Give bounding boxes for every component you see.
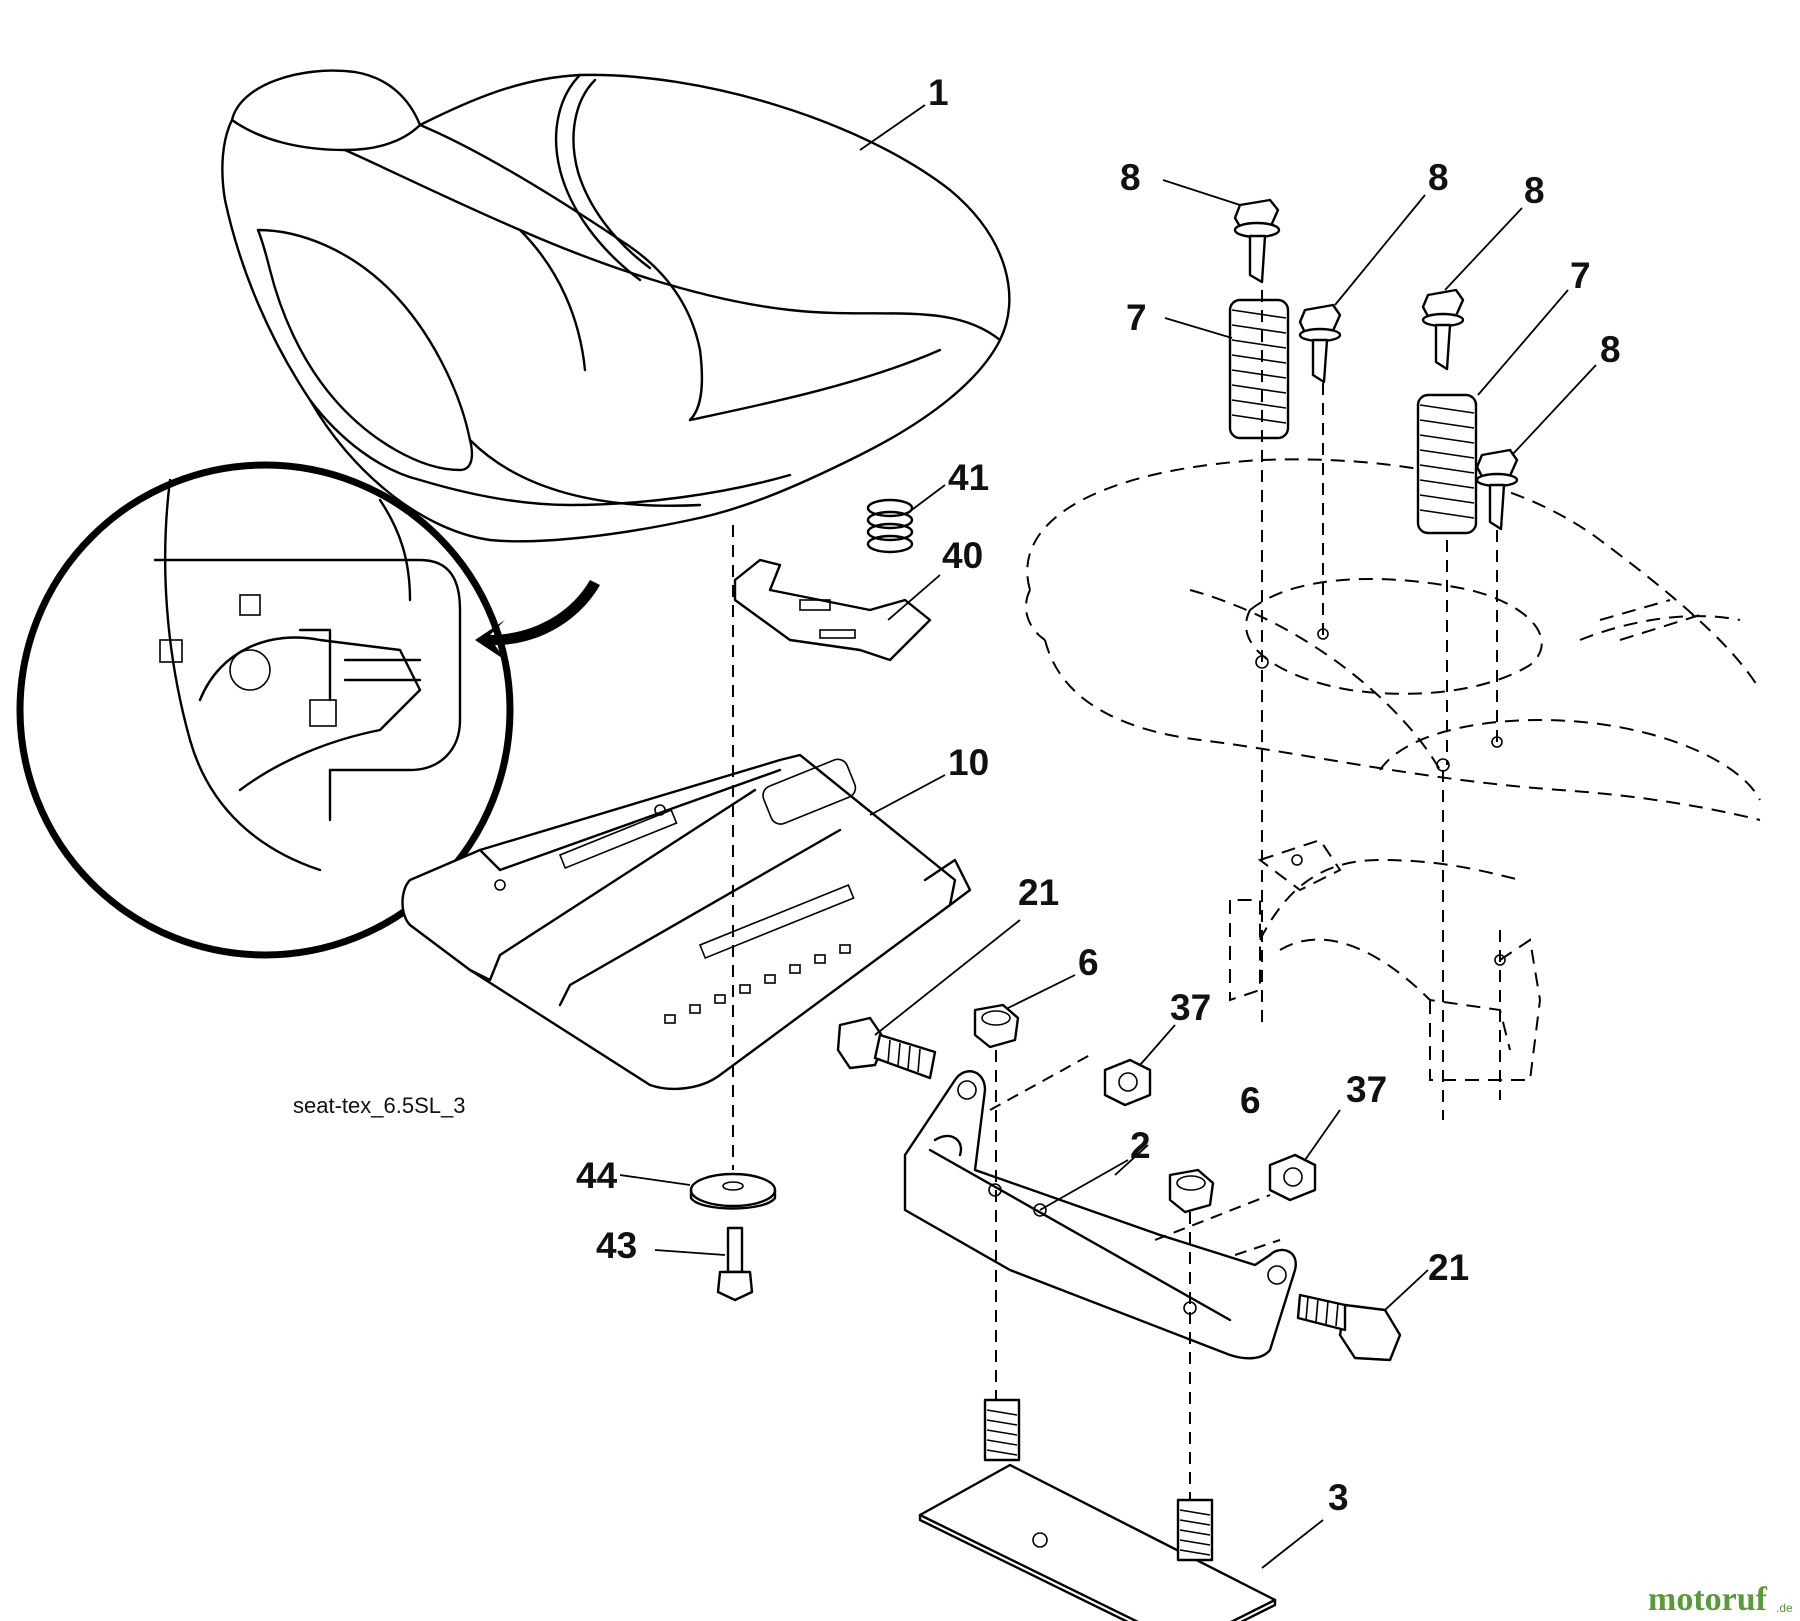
adjust-slots bbox=[664, 944, 851, 1024]
callout-44: 44 bbox=[576, 1155, 618, 1196]
callout-37-b: 37 bbox=[1346, 1069, 1387, 1110]
callout-labels: 1 8 8 8 7 7 8 41 40 10 21 6 37 6 37 2 44… bbox=[576, 72, 1621, 1518]
nut-37-a bbox=[1103, 1058, 1152, 1107]
callout-41: 41 bbox=[948, 457, 989, 498]
callout-8-b: 8 bbox=[1428, 157, 1449, 198]
callout-37-a: 37 bbox=[1170, 987, 1211, 1028]
bracket-2 bbox=[903, 1070, 1297, 1360]
bolt-8-a bbox=[1233, 198, 1281, 284]
seat bbox=[221, 69, 1011, 543]
bolt-21-right bbox=[1296, 1293, 1402, 1362]
callout-40: 40 bbox=[942, 535, 983, 576]
assembly-lines bbox=[732, 290, 1501, 1500]
spring-7-right bbox=[1416, 393, 1478, 535]
mower-frame-phantom bbox=[1025, 458, 1761, 1081]
bolt-8-d bbox=[1475, 448, 1519, 531]
bolt-43 bbox=[716, 1226, 754, 1302]
bolt-8-c bbox=[1421, 288, 1465, 371]
watermark-suffix: .de bbox=[1776, 1601, 1793, 1615]
stud-right bbox=[1176, 1498, 1214, 1562]
callout-10: 10 bbox=[948, 742, 989, 783]
callout-2: 2 bbox=[1130, 1125, 1151, 1166]
washer-44 bbox=[689, 1172, 777, 1210]
detail-inset bbox=[16, 461, 514, 959]
callout-6-a: 6 bbox=[1078, 942, 1099, 983]
locknut-6-b bbox=[1168, 1168, 1215, 1214]
callout-1: 1 bbox=[928, 72, 949, 113]
callout-43: 43 bbox=[596, 1225, 637, 1266]
stud-left bbox=[983, 1398, 1021, 1462]
callout-3: 3 bbox=[1328, 1477, 1349, 1518]
bolt-21-left bbox=[836, 1016, 937, 1080]
bracket-40 bbox=[733, 558, 932, 662]
locknut-6-a bbox=[973, 1003, 1020, 1049]
callout-8-d: 8 bbox=[1600, 329, 1621, 370]
drawing-code: seat-tex_6.5SL_3 bbox=[293, 1093, 465, 1118]
watermark: motoruf .de bbox=[1648, 1581, 1793, 1618]
bolt-8-b bbox=[1298, 303, 1342, 384]
callout-21-right: 21 bbox=[1428, 1247, 1469, 1288]
leader-lines bbox=[619, 104, 1597, 1569]
callout-7-left: 7 bbox=[1126, 297, 1147, 338]
spring-41 bbox=[866, 498, 914, 554]
callout-6-b: 6 bbox=[1240, 1080, 1261, 1121]
seat-pan-10 bbox=[401, 753, 972, 1091]
nut-37-b bbox=[1268, 1153, 1317, 1202]
watermark-brand: motoruf bbox=[1648, 1581, 1768, 1618]
detail-arrow-icon bbox=[475, 580, 600, 660]
callout-7-right: 7 bbox=[1570, 255, 1591, 296]
callout-21-left: 21 bbox=[1018, 872, 1059, 913]
callout-8-c: 8 bbox=[1524, 170, 1545, 211]
spring-7-left bbox=[1228, 298, 1290, 440]
callout-8-a: 8 bbox=[1120, 157, 1141, 198]
plate-3 bbox=[918, 1398, 1277, 1621]
